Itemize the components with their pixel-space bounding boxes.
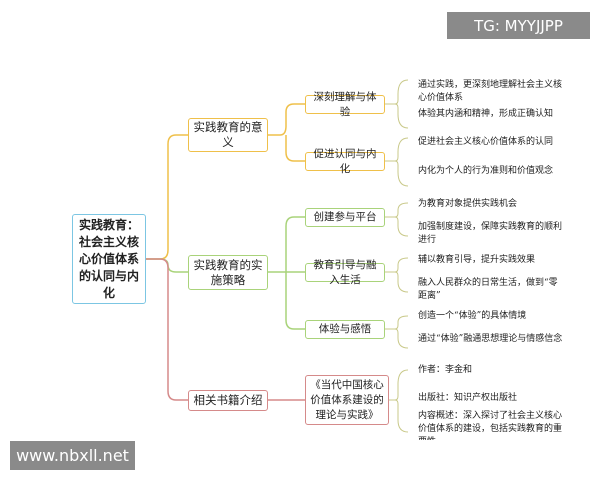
connector-b2 [268,216,305,330]
leaf: 内容概述：深入探讨了社会主义核心价值体系的建设，包括实践教育的重要性 [418,411,563,440]
node-guidance[interactable]: 教育引导与融入生活 [305,259,385,286]
node-identification[interactable]: 促进认同与内化 [305,148,385,175]
leaf: 通过“体验”融通思想理论与情感信念 [418,334,563,344]
connector-root-b1 [146,134,188,260]
node-book[interactable]: 《当代中国核心价值体系建设的理论与实践》 [305,375,389,425]
leaf: 创造一个“体验”的具体情境 [418,311,527,321]
node-understanding[interactable]: 深刻理解与体验 [305,91,385,118]
connector-root-b3 [146,258,188,401]
leaf: 内化为个人的行为准则和价值观念 [418,166,554,176]
leaf: 为教育对象提供实践机会 [418,199,518,209]
leaf: 辅以教育引导，提升实践效果 [418,255,536,265]
branch-strategy[interactable]: 实践教育的实施策略 [188,255,268,290]
leaf: 融入人民群众的日常生活，做到“零距离” [418,278,558,301]
branch-meaning[interactable]: 实践教育的意义 [188,118,268,152]
node-platform[interactable]: 创建参与平台 [305,208,385,227]
leaf-brackets [385,79,409,433]
leaf: 促进社会主义核心价值体系的认同 [418,137,554,147]
leaf: 出版社：知识产权出版社 [418,393,518,403]
root-node[interactable]: 实践教育：社会主义核心价值体系的认同与内化 [72,214,146,304]
watermark-bottom: www.nbxll.net [10,441,135,470]
connector-b1 [268,103,305,162]
leaf: 加强制度建设，保障实践教育的顺利进行 [418,222,563,245]
leaf: 体验其内涵和精神，形成正确认知 [418,109,554,119]
leaf: 通过实践，更深刻地理解社会主义核心价值体系 [418,80,563,103]
watermark-top: TG: MYYJJPP [447,12,590,39]
node-experience[interactable]: 体验与感悟 [305,320,385,339]
leaf: 作者：李金和 [418,365,473,375]
branch-books[interactable]: 相关书籍介绍 [188,390,268,411]
connector-root-b2 [146,258,188,273]
